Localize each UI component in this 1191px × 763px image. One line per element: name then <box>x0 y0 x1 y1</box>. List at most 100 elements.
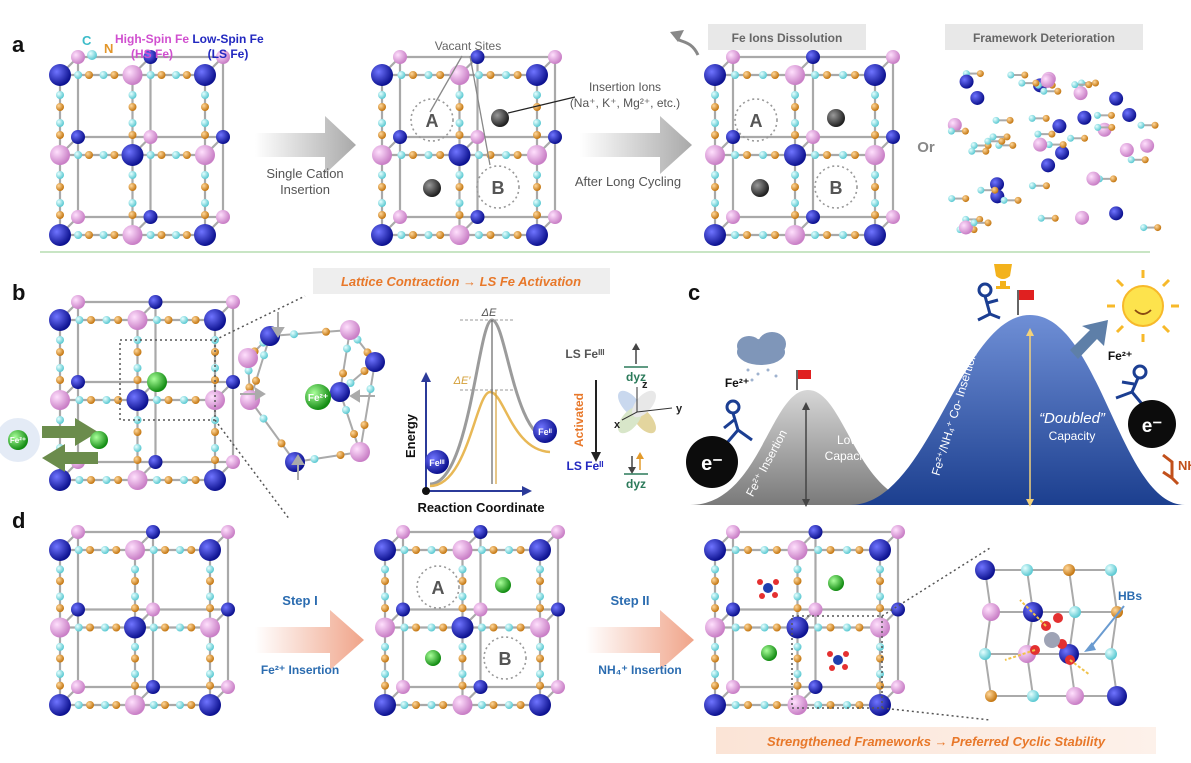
legend-c-atom <box>87 50 97 60</box>
hs-fe-atom <box>551 525 565 539</box>
fe2-right: Fe²⁺ <box>1108 349 1132 363</box>
n-atom <box>793 681 802 690</box>
c-atom <box>711 642 719 651</box>
rod <box>339 391 361 453</box>
n-atom <box>772 546 781 554</box>
c-atom <box>128 171 137 179</box>
ls-fe-atom <box>473 680 488 694</box>
c-atom <box>1000 196 1008 204</box>
n-atom <box>161 623 169 632</box>
or-label: Or <box>917 139 935 156</box>
n-atom <box>791 183 799 191</box>
hs-fe-atom <box>125 695 145 715</box>
n-atom <box>157 71 166 79</box>
c-atom <box>176 546 184 554</box>
c-atom <box>458 642 467 651</box>
c-atom <box>378 171 386 179</box>
hs-fe-atom <box>891 525 905 539</box>
c-atom <box>400 701 409 709</box>
c-atom <box>536 670 544 678</box>
n-atom <box>161 546 169 554</box>
n-atom <box>985 690 997 702</box>
c-atom <box>505 701 513 709</box>
n-atom <box>536 604 544 613</box>
ls-fe-atom <box>71 602 85 617</box>
c-atom <box>711 199 719 207</box>
c-atom <box>211 364 219 372</box>
site-b-label: B <box>492 178 505 198</box>
ls-fe-atom <box>1041 158 1056 173</box>
c-atom <box>74 71 83 79</box>
insertion-ions-list: (Na⁺, K⁺, Mg²⁺, etc.) <box>570 96 680 110</box>
n-atom <box>743 231 751 239</box>
c-atom <box>102 396 111 404</box>
n-atom <box>851 71 859 79</box>
axis-y: y <box>676 403 683 415</box>
n-atom <box>793 577 802 585</box>
c-atom <box>455 171 464 179</box>
c-atom <box>56 565 64 574</box>
fe2-site-d2-b <box>425 650 441 666</box>
arrow-fe-out <box>42 444 98 472</box>
n-atom <box>114 476 123 484</box>
n-atom <box>412 623 420 632</box>
legend-ls-fe-abbr: (LS Fe) <box>208 47 249 61</box>
n-atom <box>772 623 781 632</box>
n-atom <box>1006 116 1014 124</box>
ls-fe-atom <box>143 210 158 224</box>
c-atom <box>56 199 64 207</box>
hs-fe-atom <box>146 602 160 617</box>
c-atom <box>366 385 375 393</box>
n-atom <box>458 577 467 585</box>
c-atom <box>1028 182 1036 190</box>
n-atom <box>131 654 139 663</box>
hs-fe-atom <box>71 50 85 64</box>
n-atom <box>823 71 831 79</box>
insertion-pointer <box>507 96 576 114</box>
framework-deteriorated <box>947 70 1162 235</box>
electron-left-label: e⁻ <box>701 453 723 475</box>
n-atom <box>85 231 93 239</box>
c-atom <box>206 670 214 678</box>
n-atom <box>1063 564 1075 576</box>
c-atom <box>455 91 464 99</box>
ls-fe-atom <box>126 389 149 411</box>
ls-fe-atom <box>143 50 158 64</box>
c-atom <box>381 642 389 651</box>
hs-fe-atom <box>122 65 143 85</box>
guest-ion-4 <box>751 179 769 197</box>
hydrogen-bond <box>1069 659 1091 676</box>
c-atom <box>811 71 819 79</box>
n-atom <box>187 546 196 554</box>
fe2-zoom-label: Fe²⁺ <box>308 393 328 404</box>
c-atom <box>505 546 513 554</box>
n-atom <box>350 430 358 438</box>
n-atom <box>131 577 139 585</box>
ls-fe-atom <box>194 224 216 246</box>
hs-fe-atom <box>375 617 395 638</box>
ls-fe-atom <box>975 560 995 580</box>
c-atom <box>984 137 992 145</box>
step1-label: Step I <box>282 593 317 608</box>
c-atom <box>791 199 799 207</box>
c-atom <box>876 565 884 574</box>
c-atom <box>133 364 142 372</box>
hs-fe-atom <box>125 540 145 560</box>
hs-fe-atom <box>226 295 240 309</box>
n-atom <box>1032 79 1040 87</box>
activated-label: Activated <box>572 393 586 447</box>
n-atom <box>112 546 121 554</box>
n-atom <box>85 71 93 79</box>
dissolution-banner <box>708 24 866 50</box>
ls-fe-atom <box>548 130 562 144</box>
n-atom <box>206 577 214 585</box>
c-atom <box>56 171 64 179</box>
n-atom <box>187 701 196 709</box>
hs-fe-atom <box>50 390 70 410</box>
ls-fe-atom <box>199 694 221 716</box>
n-atom <box>533 183 541 191</box>
hs-fe-atom <box>143 130 158 144</box>
c-atom <box>843 546 851 554</box>
n-atom <box>855 546 864 554</box>
site-b-circle-d <box>483 636 527 680</box>
